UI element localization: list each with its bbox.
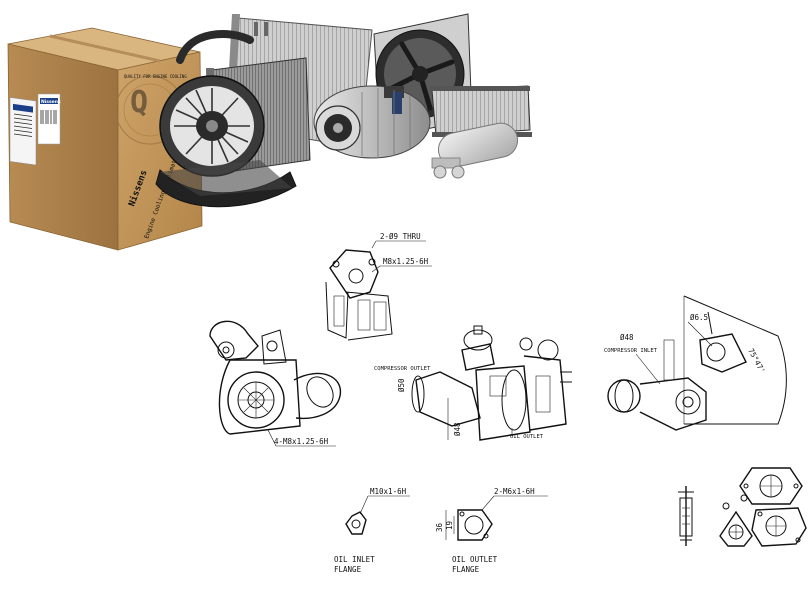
ac-compressor <box>313 85 431 159</box>
oil-inlet-flange: M10x1-6H OIL INLET FLANGE <box>334 487 410 574</box>
label-turbine-studs: 4-M8x1.25-6H <box>274 437 329 446</box>
label-compressor-outlet-side: COMPRESSOR OUTLET <box>374 366 431 372</box>
turbo-side-view-middle: COMPRESSOR OUTLET Ø50 Ø48 OIL OUTLET <box>374 325 572 441</box>
label-oil-inlet-thread: M10x1-6H <box>370 487 407 496</box>
flange-view-top: 2-Ø9 THRU M8x1.25-6H <box>325 232 432 341</box>
label-dia-50: Ø50 <box>397 378 406 392</box>
svg-text:Q: Q <box>130 85 148 120</box>
box-seal-text: QUALITY FOR ENGINE COOLING <box>124 74 187 79</box>
turbo-side-view-left: 4-M8x1.25-6H <box>209 320 342 447</box>
oil-outlet-flange: 36 19 2-M6x1-6H OIL OUTLET FLANGE <box>435 487 548 574</box>
label-oil-outlet-thread: 2-M6x1-6H <box>494 487 535 496</box>
receiver-drier <box>431 122 518 179</box>
label-dim-19: 19 <box>445 521 454 530</box>
label-oil-outlet-title-1: OIL OUTLET <box>452 555 498 564</box>
label-dia-6-5: Ø6.5 <box>690 313 708 322</box>
label-oil-outlet-title-2: FLANGE <box>452 565 480 574</box>
label-flange-thru: 2-Ø9 THRU <box>380 232 421 241</box>
label-oil-inlet-title-1: OIL INLET <box>334 555 375 564</box>
label-compressor-inlet: COMPRESSOR INLET <box>604 348 658 354</box>
label-dia-48-side: Ø48 <box>453 422 462 436</box>
label-oil-outlet-side: OIL OUTLET <box>510 434 544 440</box>
label-dim-36: 36 <box>435 522 444 532</box>
turbo-end-view-right: COMPRESSOR INLET Ø48 Ø6.5 75°47' <box>604 295 787 431</box>
label-dia-48-end: Ø48 <box>620 333 634 342</box>
label-flange-thread: M8x1.25-6H <box>383 257 429 266</box>
ac-hose <box>176 30 254 64</box>
label-oil-inlet-title-2: FLANGE <box>334 565 362 574</box>
box-side-brand: Nissens <box>41 99 61 105</box>
label-angle-75: 75°47' <box>746 347 767 375</box>
gasket-set <box>678 467 807 547</box>
turbo-technical-drawing: 2-Ø9 THRU M8x1.25-6H <box>209 232 807 574</box>
parts-collage <box>155 13 532 208</box>
blower-motor <box>155 75 297 208</box>
box-side-label: Nissens <box>9 93 61 166</box>
